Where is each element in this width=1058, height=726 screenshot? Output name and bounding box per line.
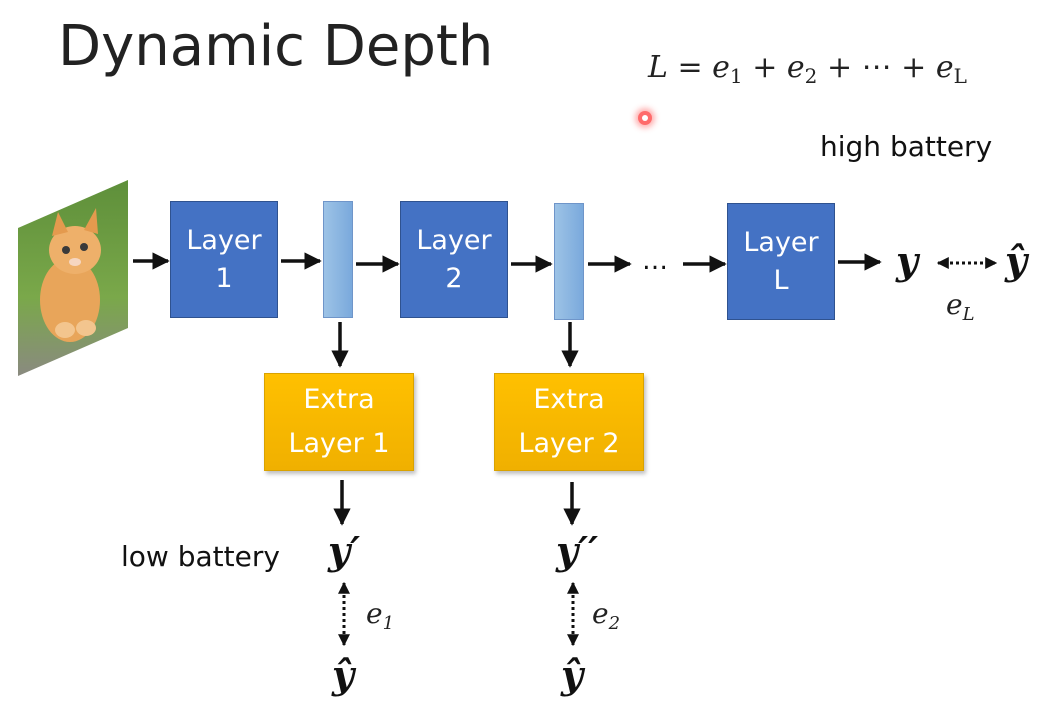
layer-L-line2: L: [773, 264, 789, 296]
laser-pointer-icon: [638, 111, 652, 125]
extra-layer-1-line2: Layer 1: [288, 428, 390, 459]
low-battery-label: low battery: [121, 540, 280, 573]
layer-L-line1: Layer: [743, 226, 819, 258]
target-y-hat-1: ŷ: [332, 652, 355, 697]
feature-bar-1: [323, 201, 353, 318]
output-y-double-prime: y′′: [556, 528, 599, 573]
layer-L-block: Layer L: [727, 203, 835, 320]
error-e1: e1: [366, 597, 395, 634]
extra-layer-1-line1: Extra: [303, 384, 375, 415]
layer-1-line1: Layer: [186, 224, 262, 256]
feature-bar-2: [554, 203, 584, 320]
kitten-photo-icon: [18, 180, 128, 376]
loss-formula: L = e1 + e2 + ⋯ + eL: [648, 50, 967, 88]
target-y-hat-2: ŷ: [561, 652, 584, 697]
extra-layer-2-line1: Extra: [533, 384, 605, 415]
extra-layer-2-line2: Layer 2: [518, 428, 620, 459]
error-eL: eL: [946, 288, 975, 325]
slide-title: Dynamic Depth: [58, 14, 494, 79]
layer-1-line2: 1: [215, 262, 233, 294]
high-battery-label: high battery: [820, 130, 993, 163]
output-y: y: [896, 238, 919, 283]
error-e2: e2: [592, 597, 621, 634]
layer-2-line1: Layer: [416, 224, 492, 256]
extra-layer-2-block: Extra Layer 2: [494, 373, 644, 471]
output-y-prime: y′: [328, 528, 361, 573]
layer-2-line2: 2: [445, 262, 463, 294]
extra-layer-1-block: Extra Layer 1: [264, 373, 414, 471]
layer-1-block: Layer 1: [170, 201, 278, 318]
target-y-hat: ŷ: [1005, 238, 1028, 283]
layer-ellipsis: …: [642, 246, 668, 276]
layer-2-block: Layer 2: [400, 201, 508, 318]
